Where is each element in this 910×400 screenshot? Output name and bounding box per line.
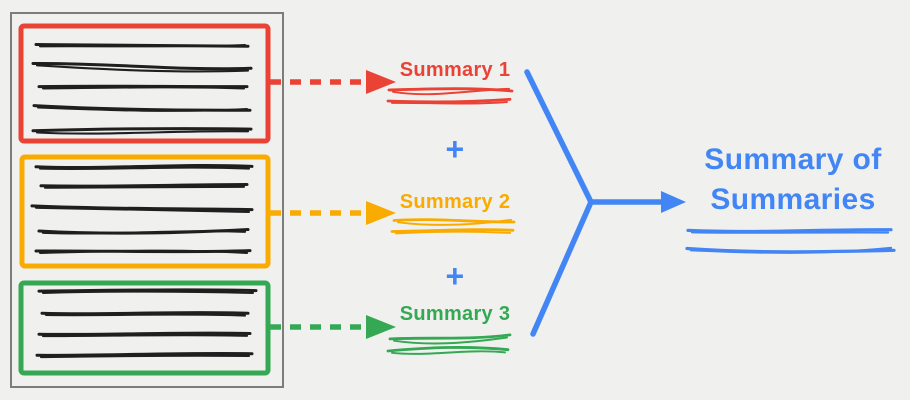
scribble-stroke — [30, 204, 254, 212]
chunk-1-text-lines — [31, 43, 253, 135]
arrowhead-blue — [661, 191, 686, 213]
scribble-stroke — [31, 127, 253, 133]
scribble-stroke — [390, 228, 515, 233]
summary-3-label: Summary 3 — [399, 303, 511, 325]
scribble-stroke — [38, 166, 251, 171]
summary-1-scribble — [386, 87, 514, 105]
summary-of-summaries-line1: Summary of — [704, 143, 882, 176]
scribble-stroke — [31, 61, 253, 71]
scribble-stroke — [35, 130, 250, 135]
scribble-stroke — [39, 183, 249, 188]
chunk-1-box — [18, 23, 271, 144]
arrowhead-green — [366, 315, 396, 339]
merge-lines — [524, 69, 667, 337]
scribble-stroke — [41, 290, 255, 294]
scribble-stroke — [41, 230, 247, 235]
scribble-stroke — [39, 354, 251, 359]
summary-3-scribble — [386, 333, 512, 355]
scribble-stroke — [392, 87, 510, 96]
merge-arrow — [524, 69, 686, 337]
scribble-stroke — [37, 288, 258, 293]
scribble-stroke — [37, 331, 252, 336]
chunk-1-to-summary-arrow — [270, 70, 396, 94]
summary-of-summaries-scribble — [685, 228, 896, 254]
summary-2-label: Summary 2 — [399, 191, 511, 213]
summary-of-summaries-label: Summary of Summaries — [668, 140, 910, 220]
scribble-stroke — [41, 86, 246, 90]
scribble-stroke — [386, 97, 512, 104]
scribble-stroke — [35, 351, 254, 357]
scribble-stroke — [41, 334, 249, 338]
scribble-stroke — [40, 311, 250, 316]
summary-2-scribble — [390, 218, 516, 235]
scribble-stroke — [36, 106, 249, 112]
summary-of-summaries-line2: Summaries — [710, 183, 876, 216]
scribble-stroke — [44, 313, 247, 317]
chunk-2-to-summary-arrow — [270, 201, 396, 225]
scribble-stroke — [397, 218, 512, 226]
plus-operator-2: + — [445, 258, 465, 294]
arrowhead-orange — [366, 201, 396, 225]
chunk-3-text-lines — [35, 288, 258, 359]
chunk-3-box — [18, 280, 271, 376]
scribble-stroke — [388, 333, 512, 341]
scribble-stroke — [391, 350, 506, 355]
scribble-stroke — [34, 163, 254, 170]
scribble-stroke — [43, 185, 246, 189]
chunk-2-box — [19, 154, 271, 269]
scribble-stroke — [38, 249, 249, 254]
scribble-stroke — [395, 230, 511, 235]
source-document-box — [10, 12, 284, 388]
scribble-stroke — [686, 228, 893, 234]
chunk-3-to-summary-arrow — [270, 315, 396, 339]
chunk-2-text-lines — [30, 163, 254, 254]
plus-operator-1: + — [445, 131, 465, 167]
scribble-stroke — [393, 336, 508, 345]
arrowhead-red — [366, 70, 396, 94]
scribble-stroke — [34, 206, 251, 213]
scribble-stroke — [38, 43, 247, 48]
scribble-stroke — [689, 246, 893, 254]
scribble-stroke — [391, 101, 508, 105]
scribble-stroke — [386, 346, 510, 353]
summary-1-label: Summary 1 — [399, 59, 511, 81]
scribble-stroke — [35, 64, 250, 73]
